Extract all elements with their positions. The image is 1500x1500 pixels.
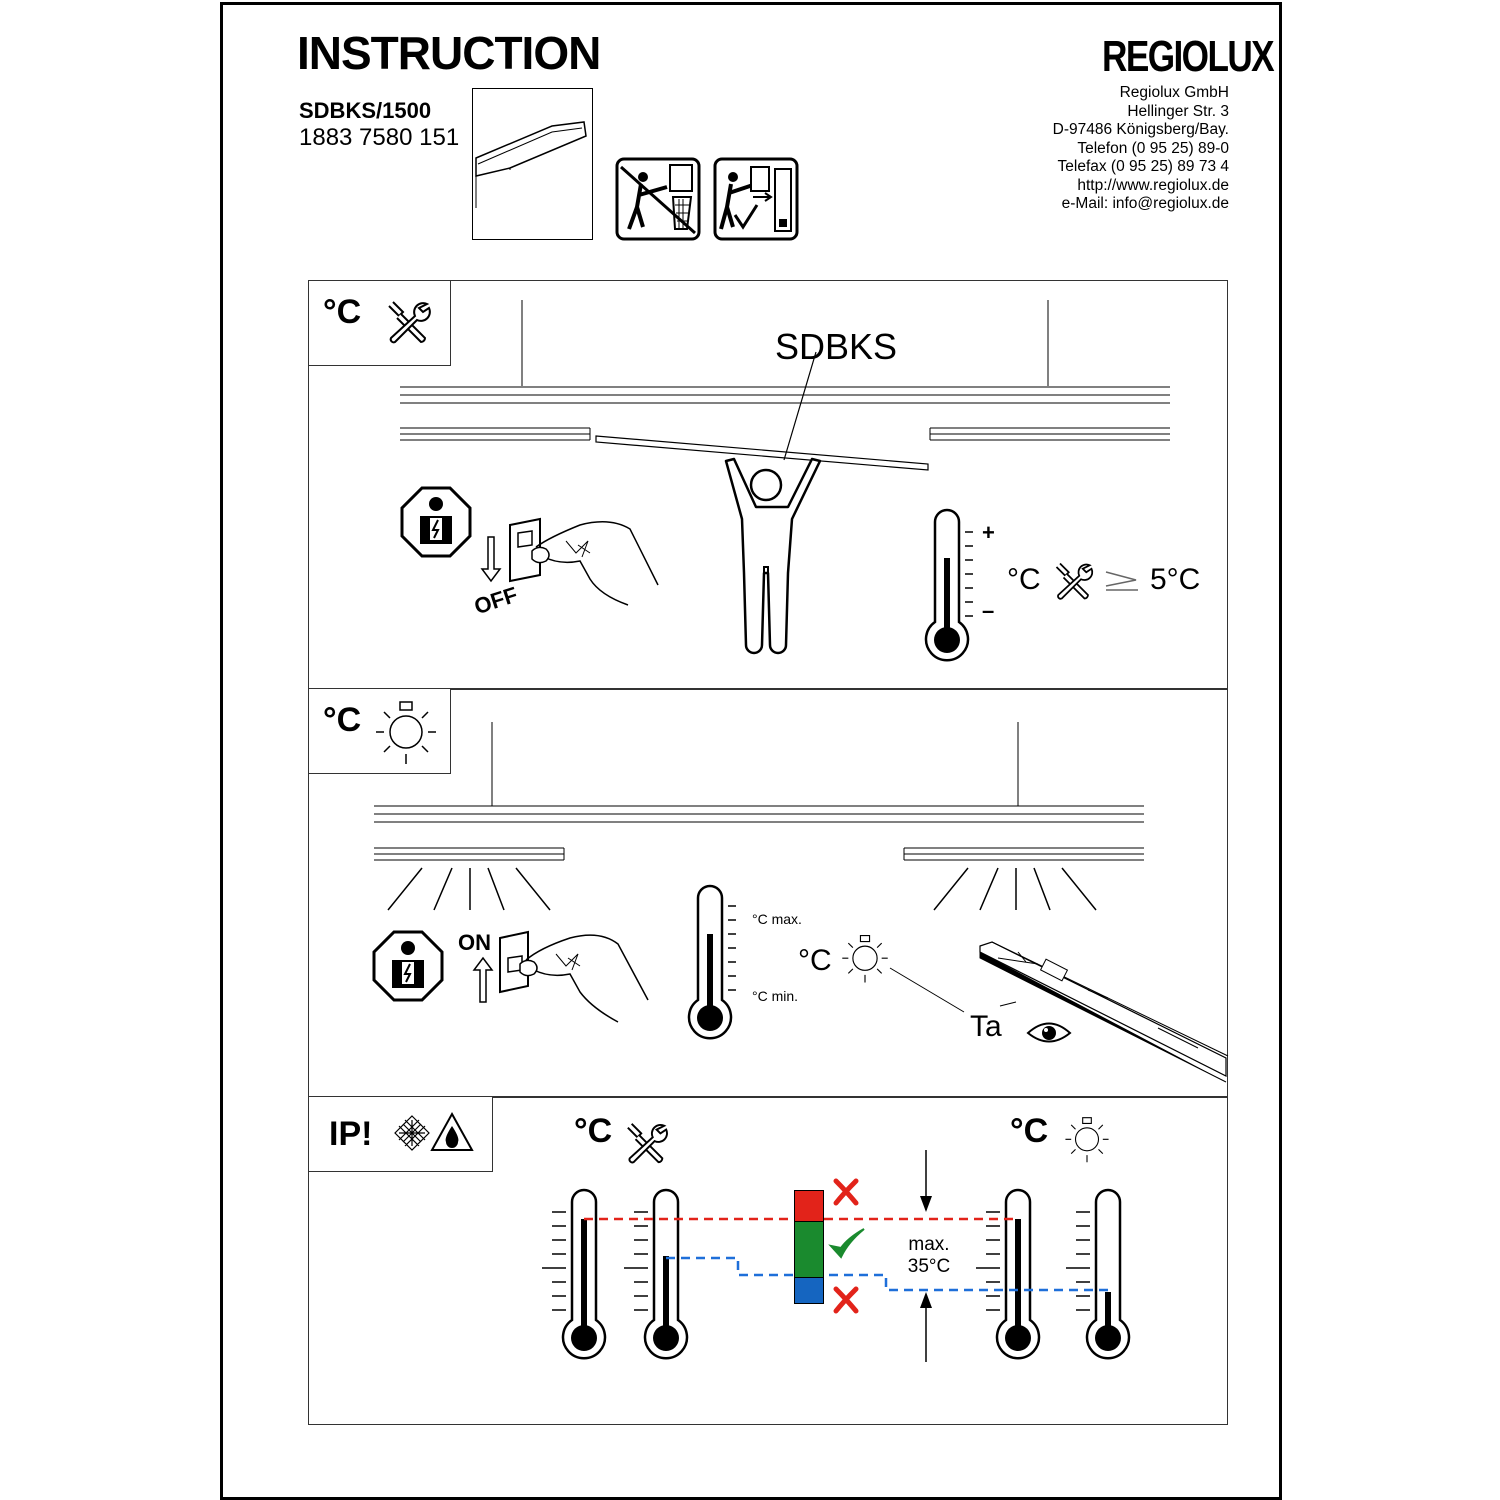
- address-line: Hellinger Str. 3: [1127, 102, 1229, 120]
- ceiling-rails: [374, 722, 1144, 911]
- greater-equal-icon: [1105, 571, 1138, 591]
- ip-panel: [308, 1096, 1228, 1425]
- install-temp-label: °C: [574, 1112, 613, 1150]
- check-icon: [828, 1228, 865, 1259]
- thermo-minus: –: [982, 598, 995, 623]
- scale-green: [795, 1222, 823, 1278]
- address-email[interactable]: e-Mail: info@regiolux.de: [1061, 195, 1229, 212]
- color-scale: [794, 1190, 824, 1304]
- switch-on-label: ON: [458, 930, 491, 955]
- address-line: Telefax (0 95 25) 89 73 4: [1057, 158, 1229, 175]
- max-diff-line2: 35°C: [907, 1256, 951, 1277]
- tab-label: °C: [323, 701, 362, 739]
- install-panel: [308, 280, 1228, 690]
- product-label: SDBKS: [775, 326, 898, 367]
- min-temp: 5°C: [1150, 563, 1201, 596]
- thermometer-icon: [1066, 1188, 1131, 1360]
- address-line: D-97486 Königsberg/Bay.: [1052, 121, 1229, 138]
- do-not-dispose-icon: [615, 157, 701, 241]
- install-tab: °C: [308, 280, 451, 366]
- water-drop-icon: [430, 1111, 474, 1151]
- thermometer-icon: [624, 1188, 689, 1360]
- thermometer-icon: [687, 884, 736, 1040]
- address-link[interactable]: http://www.regiolux.de: [1077, 176, 1229, 194]
- address-line: Telefon (0 95 25) 89-0: [1077, 139, 1229, 157]
- operation-temp-label: °C: [1010, 1112, 1049, 1150]
- keep-instructions-icon: [713, 157, 799, 241]
- cross-icon: [833, 1178, 859, 1206]
- electrician-icon: [372, 930, 444, 1002]
- address-line: Regiolux GmbH: [1119, 84, 1229, 101]
- company-address: Regiolux GmbH Hellinger Str. 3 D-97486 K…: [1000, 84, 1229, 214]
- condensation-diagram: [542, 1150, 1131, 1362]
- tools-icon: [388, 301, 431, 344]
- scale-red: [795, 1191, 823, 1222]
- temp-unit: °C: [1007, 563, 1041, 596]
- lamp-icon: [842, 934, 888, 983]
- max-diff-label: max. 35°C: [890, 1234, 968, 1278]
- thermometer-icon: [924, 508, 973, 662]
- ceiling-rails: [400, 300, 1170, 471]
- thermometer-icon: [976, 1188, 1041, 1360]
- brand-logo: REGIOLUX: [1102, 32, 1275, 81]
- scale-blue: [795, 1278, 823, 1303]
- tab-label: °C: [323, 293, 362, 331]
- thermo-min-label: °C min.: [752, 988, 799, 1004]
- tab-label: IP!: [329, 1115, 373, 1153]
- dust-icon: [394, 1115, 430, 1151]
- lamp-icon: [1065, 1117, 1109, 1163]
- page-frame: [220, 2, 1282, 1500]
- lamp-icon: [376, 701, 436, 764]
- thermo-plus: +: [982, 520, 995, 545]
- thermo-max-label: °C max.: [752, 911, 802, 927]
- cross-icon: [833, 1286, 859, 1314]
- operation-panel: [308, 688, 1228, 1098]
- page-title: INSTRUCTION: [297, 27, 601, 79]
- model-number: SDBKS/1500: [299, 98, 432, 123]
- thermometer-icon: [542, 1188, 607, 1360]
- tools-icon: [1055, 562, 1094, 600]
- luminaire-detail: [979, 941, 1229, 1083]
- switch-hand-icon: [480, 517, 659, 606]
- switch-hand-icon: [472, 930, 649, 1023]
- ambient-label: Ta: [970, 1010, 1002, 1043]
- electrician-icon: [400, 486, 472, 558]
- max-diff-line1: max.: [908, 1234, 950, 1255]
- tools-icon: [627, 1123, 668, 1164]
- person-icon: [724, 457, 822, 655]
- temp-unit: °C: [798, 944, 832, 977]
- article-number: 1883 7580 151: [299, 124, 460, 151]
- eye-icon: [1026, 1022, 1072, 1043]
- ambient-leader-line: [889, 967, 1017, 1013]
- operation-tab: °C: [308, 688, 451, 774]
- product-thumbnail: [472, 88, 593, 240]
